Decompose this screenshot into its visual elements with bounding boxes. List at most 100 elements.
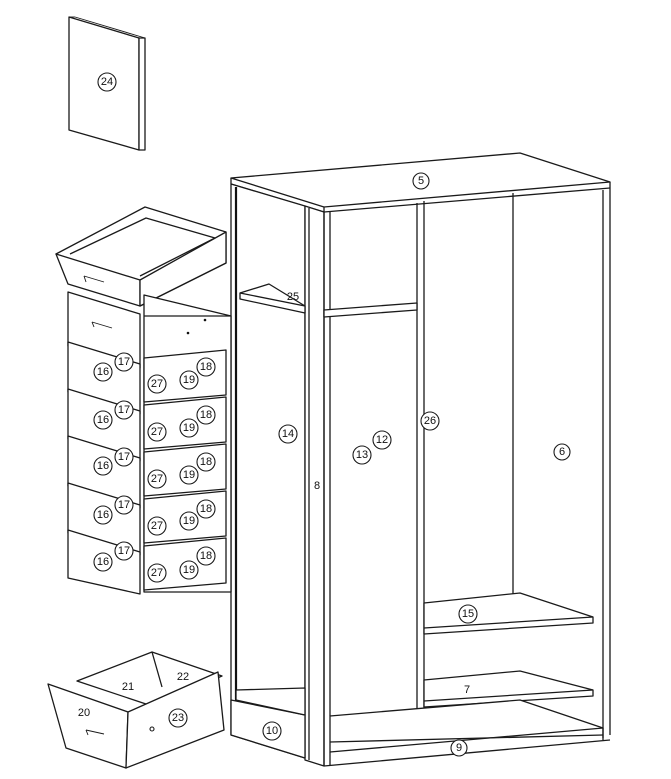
callout-circle — [147, 469, 167, 489]
callout-circle — [196, 452, 216, 472]
callout-number: 23 — [172, 712, 184, 724]
callout-23: 23 — [168, 708, 188, 728]
callout-circle — [179, 370, 199, 390]
callout-number: 27 — [151, 473, 163, 485]
callout-15: 15 — [458, 604, 478, 624]
callout-circle — [372, 430, 392, 450]
callout-9: 9 — [450, 739, 468, 757]
callout-layer: 24 5 14 13 12 26 6 15 10 23 9 17 17 17 17 17 16 16 16 16 16 2… — [93, 72, 571, 757]
callout-circle — [114, 447, 134, 467]
callout-circle — [196, 405, 216, 425]
callout-14: 14 — [278, 424, 298, 444]
callout-number: 19 — [183, 564, 195, 576]
callout-number: 13 — [356, 449, 368, 461]
callout-17: 17 — [114, 541, 134, 561]
callout-10: 10 — [262, 721, 282, 741]
callout-19: 19 — [179, 560, 199, 580]
callout-circle — [114, 400, 134, 420]
callout-circle — [278, 424, 298, 444]
callout-16: 16 — [93, 362, 113, 382]
callout-circle — [93, 456, 113, 476]
callout-19: 19 — [179, 511, 199, 531]
callout-circle — [93, 505, 113, 525]
callout-number: 18 — [200, 503, 212, 515]
callout-27: 27 — [147, 563, 167, 583]
callout-circle — [179, 511, 199, 531]
callout-circle — [168, 708, 188, 728]
callout-26: 26 — [420, 411, 440, 431]
callout-16: 16 — [93, 456, 113, 476]
callout-circle — [179, 560, 199, 580]
callout-circle — [93, 410, 113, 430]
callout-number: 18 — [200, 409, 212, 421]
callout-16: 16 — [93, 410, 113, 430]
part-label-25: 25 — [287, 291, 299, 303]
callout-circle — [196, 499, 216, 519]
callout-number: 19 — [183, 422, 195, 434]
callout-12: 12 — [372, 430, 392, 450]
callout-number: 14 — [282, 428, 294, 440]
part-label-7: 7 — [464, 684, 470, 696]
callout-circle — [93, 362, 113, 382]
callout-19: 19 — [179, 418, 199, 438]
callout-19: 19 — [179, 370, 199, 390]
callout-number: 10 — [266, 725, 278, 737]
callout-circle — [114, 541, 134, 561]
callout-16: 16 — [93, 552, 113, 572]
callout-number: 18 — [200, 456, 212, 468]
part-label-22: 22 — [177, 671, 189, 683]
callout-18: 18 — [196, 357, 216, 377]
callout-number: 27 — [151, 378, 163, 390]
callout-number: 18 — [200, 550, 212, 562]
callout-number: 26 — [424, 415, 436, 427]
callout-circle — [147, 516, 167, 536]
callout-number: 19 — [183, 515, 195, 527]
callout-circle — [147, 374, 167, 394]
callout-27: 27 — [147, 516, 167, 536]
callout-number: 17 — [118, 545, 130, 557]
callout-number: 17 — [118, 451, 130, 463]
callout-27: 27 — [147, 469, 167, 489]
callout-circle — [553, 443, 571, 461]
callout-18: 18 — [196, 499, 216, 519]
callout-circle — [412, 172, 430, 190]
callout-17: 17 — [114, 400, 134, 420]
callout-circle — [114, 352, 134, 372]
callout-circle — [450, 739, 468, 757]
wardrobe-carcass — [230, 152, 611, 767]
callout-number: 15 — [462, 608, 474, 620]
callout-number: 16 — [97, 509, 109, 521]
callout-circle — [147, 422, 167, 442]
callout-number: 17 — [118, 404, 130, 416]
part-label-20: 20 — [78, 707, 90, 719]
callout-number: 17 — [118, 499, 130, 511]
callout-number: 27 — [151, 426, 163, 438]
callout-number: 5 — [418, 175, 424, 187]
callout-circle — [352, 445, 372, 465]
callout-number: 16 — [97, 366, 109, 378]
callout-number: 18 — [200, 361, 212, 373]
callout-number: 24 — [101, 76, 113, 88]
callout-number: 16 — [97, 460, 109, 472]
callout-number: 17 — [118, 356, 130, 368]
callout-circle — [196, 357, 216, 377]
callout-circle — [420, 411, 440, 431]
callout-circle — [196, 546, 216, 566]
callout-circle — [458, 604, 478, 624]
callout-circle — [147, 563, 167, 583]
callout-27: 27 — [147, 374, 167, 394]
callout-24: 24 — [97, 72, 117, 92]
part-label-21: 21 — [122, 681, 134, 693]
callout-18: 18 — [196, 405, 216, 425]
callout-number: 6 — [559, 446, 565, 458]
callout-circle — [97, 72, 117, 92]
callout-17: 17 — [114, 447, 134, 467]
callout-number: 19 — [183, 374, 195, 386]
callout-circle — [262, 721, 282, 741]
callout-number: 9 — [456, 742, 462, 754]
callout-circle — [179, 465, 199, 485]
drawer-tower — [47, 206, 232, 769]
callout-number: 27 — [151, 567, 163, 579]
